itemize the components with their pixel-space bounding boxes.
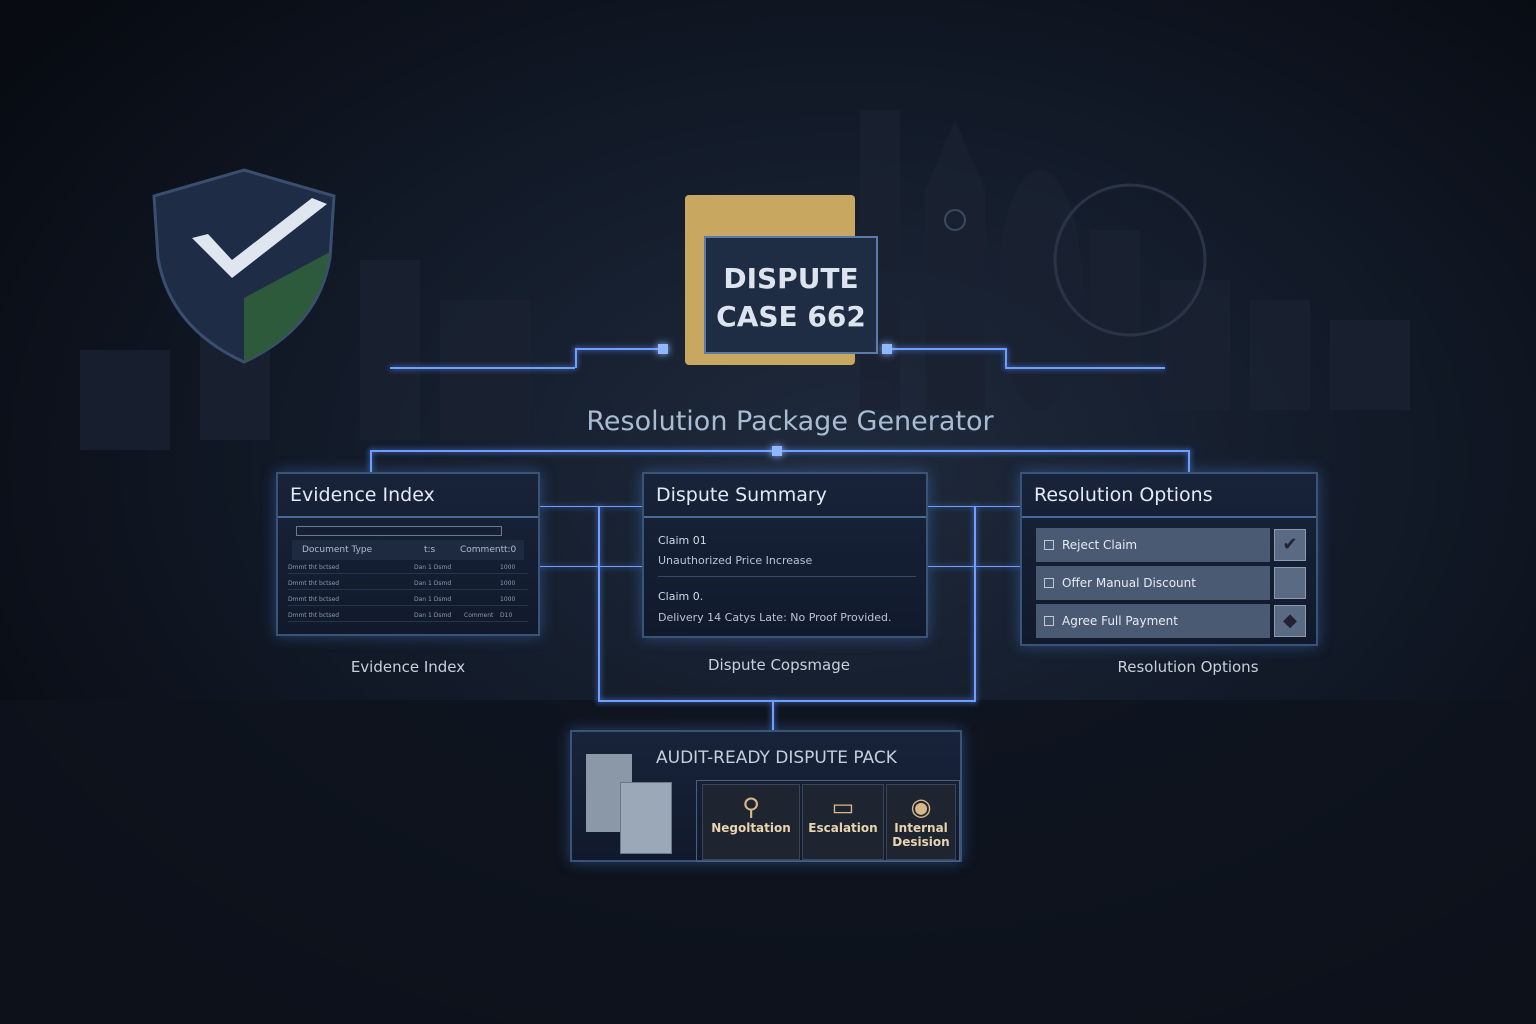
pack-tile-1[interactable]: ▭Escalation [802, 784, 884, 860]
cell: Comment [464, 612, 494, 619]
resolution-options-panel: Resolution Options Reject Claim ✔ Offer Ma… [1020, 472, 1318, 646]
dispute-summary-title: Dispute Summary [656, 484, 827, 506]
audit-pack-title: AUDIT-READY DISPUTE PACK [656, 748, 897, 768]
case-badge: DISPUTE CASE 662 [704, 236, 878, 354]
checkbox-icon[interactable] [1044, 540, 1054, 550]
document-icon [620, 782, 672, 854]
dispute-summary-panel: Dispute Summary Claim 01 Unauthorized Pr… [642, 472, 928, 638]
claim-label: Claim 0. [658, 590, 704, 603]
folder-icon: ▭ [831, 793, 855, 821]
globe-icon: ◉ [910, 793, 932, 821]
evidence-caption: Evidence Index [350, 658, 466, 676]
audit-pack-panel: AUDIT-READY DISPUTE PACK ⚲Negoltation▭Es… [570, 730, 962, 862]
claim-text: Delivery 14 Catys Late: No Proof Provide… [658, 611, 892, 624]
col-header: Comment [460, 545, 505, 555]
cell: D10 [500, 612, 513, 619]
cell: Dan 1 Dsmd [414, 596, 452, 603]
cell: Dmmt tht bctsed [288, 580, 340, 587]
pack-tile-2[interactable]: ◉Internal Desision [886, 784, 956, 860]
pack-tile-0[interactable]: ⚲Negoltation [702, 784, 800, 860]
magnifier-icon: ⚲ [742, 793, 760, 821]
cell: Dmmt tht bctsed [288, 564, 340, 571]
evidence-index-panel: Evidence Index Document Type t:s Comment… [276, 472, 540, 636]
col-header: t:0 [504, 545, 517, 555]
resolution-options-title: Resolution Options [1034, 484, 1213, 506]
claim-text: Unauthorized Price Increase [658, 554, 813, 567]
option-toggle[interactable] [1274, 567, 1306, 599]
checkbox-icon[interactable] [1044, 578, 1054, 588]
col-header: Document Type [302, 545, 373, 555]
cell: 1000 [500, 564, 516, 571]
tile-label: Negoltation [711, 821, 791, 835]
resolution-option[interactable]: Reject Claim [1036, 528, 1270, 562]
cell: Dan 1 Dsmd [414, 564, 452, 571]
col-header: t:s [424, 545, 436, 555]
table-row[interactable]: Dmmt tht bctsed Dan 1 Dsmd 1000 [288, 580, 528, 590]
cell: 1000 [500, 596, 516, 603]
evidence-search-input[interactable] [296, 526, 502, 536]
table-row[interactable]: Dmmt tht bctsed Dan 1 Dsmd 1000 [288, 564, 528, 574]
resolution-option[interactable]: Agree Full Payment [1036, 604, 1270, 638]
cell: Dan 1 Dsmd [414, 580, 452, 587]
option-toggle[interactable]: ◆ [1274, 605, 1306, 637]
cell: Dmmt tht bctsed [288, 596, 340, 603]
cell: 1000 [500, 580, 516, 587]
checkbox-icon[interactable] [1044, 616, 1054, 626]
evidence-table-header: Document Type t:s Comment t:0 [292, 540, 524, 560]
option-toggle[interactable]: ✔ [1274, 529, 1306, 561]
dispute-summary-caption: Dispute Copsmage [708, 656, 850, 674]
option-label: Offer Manual Discount [1062, 576, 1196, 590]
tile-label: Internal Desision [892, 821, 950, 849]
case-badge-line1: DISPUTE [723, 262, 859, 295]
case-badge-line2: CASE 662 [716, 300, 866, 333]
resolution-options-caption: Resolution Options [1117, 658, 1259, 676]
evidence-index-title: Evidence Index [290, 484, 435, 506]
table-row[interactable]: Dmmt tht bctsed Dan 1 Dsmd Comment D10 [288, 612, 528, 622]
shield-check-icon [152, 168, 336, 364]
cell: Dan 1 Dsmd [414, 612, 452, 619]
cell: Dmmt tht bctsed [288, 612, 340, 619]
table-row[interactable]: Dmmt tht bctsed Dan 1 Dsmd 1000 [288, 596, 528, 606]
option-label: Reject Claim [1062, 538, 1138, 552]
tile-label: Escalation [808, 821, 878, 835]
main-title: Resolution Package Generator [586, 406, 994, 437]
resolution-option[interactable]: Offer Manual Discount [1036, 566, 1270, 600]
claim-label: Claim 01 [658, 534, 707, 547]
option-label: Agree Full Payment [1062, 614, 1178, 628]
